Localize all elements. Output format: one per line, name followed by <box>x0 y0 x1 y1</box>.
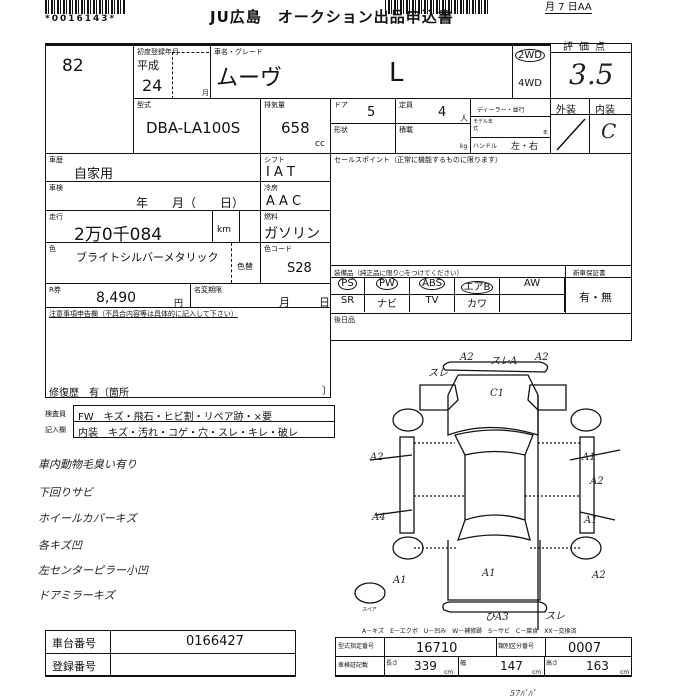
damage-mark: A1 <box>393 575 407 586</box>
equipment-item: PW <box>365 277 410 295</box>
car-name: ムーヴ <box>216 66 283 91</box>
handwritten-note: ドアミラーキズ <box>38 589 115 602</box>
handwritten-note: 各キズ凹 <box>38 539 82 552</box>
notes-cell: 注意事項申告欄（不具合内容等は具体的に記入して下さい）修復歴 有〔箇所〕 <box>45 307 332 399</box>
fuel-cell: 燃料ガソリン <box>260 210 331 243</box>
history-cell: 車歴自家用 <box>45 153 261 182</box>
warranty-value: 有・無 <box>579 291 612 304</box>
barcode-number: *0016143* <box>45 14 117 24</box>
handwritten-note: 車内動物毛臭い有り <box>38 458 137 471</box>
later-items-cell: 後日品 <box>330 313 632 341</box>
score-cell: 評価点 3.5 <box>550 42 632 99</box>
damage-mark: A4 <box>372 512 386 523</box>
car-damage-diagram <box>354 361 621 630</box>
chassis-table: 車台番号 0166427 登録番号 <box>45 630 296 677</box>
damage-mark: A2 <box>460 352 474 363</box>
damage-mark: A1 <box>482 568 496 579</box>
wheel-fl <box>392 408 424 432</box>
sheet-title: JU広島 オークション出品申込書 <box>210 8 454 26</box>
equipment-item: カワ <box>455 295 500 312</box>
damage-mark: A1 <box>582 452 596 463</box>
spare-tire <box>354 582 386 604</box>
damage-mark: スレA <box>490 356 518 367</box>
equipment-item <box>500 295 565 312</box>
damage-mark: A2 <box>370 452 384 463</box>
name-change-cell: 名変期限月日 <box>190 283 331 309</box>
reg-cell: 初度登録年月 平成 24 月 <box>133 43 211 99</box>
car-grade: L <box>389 58 404 88</box>
front-bumper <box>442 361 549 373</box>
inspection-cell: 車検年 月（ 日） <box>45 181 261 211</box>
damage-mark: スレ <box>428 368 448 379</box>
rear-bumper <box>442 601 548 613</box>
wheel-fr <box>570 408 602 432</box>
score-value: 3.5 <box>569 58 614 91</box>
lot-cell: 82 <box>45 43 134 154</box>
dealer-cell: ディーラー・並行 モデル年式 年 ハンドル 左・右 <box>470 98 551 154</box>
damage-mark: スレ <box>545 611 565 622</box>
car-name-cell: 車名・グレード ムーヴ L <box>210 43 513 99</box>
right-sill <box>579 436 595 534</box>
barcode-left <box>45 0 125 14</box>
handwritten-note: ホイールカバーキズ <box>38 512 137 525</box>
damage-mark: A2 <box>592 570 606 581</box>
inspector-row-fw: FW キズ・飛石・ヒビ割・リペア跡・×要 <box>73 405 335 423</box>
drive-cell: 2WD 4WD <box>512 43 551 99</box>
equipment-item: ABS <box>410 277 455 295</box>
interior-grade: C <box>601 119 617 143</box>
equipment-item: エアB <box>455 278 500 295</box>
chassis-number: 0166427 <box>186 634 244 649</box>
damage-mark: A1 <box>584 515 598 526</box>
equipment-item: SR <box>331 295 365 312</box>
barcode-middle <box>385 0 490 14</box>
damage-mark: A2 <box>590 476 604 487</box>
damage-mark: ひA3 <box>485 612 509 623</box>
reg-year: 24 <box>142 76 163 95</box>
ext-int-cell: 外装 内装 C <box>550 98 632 154</box>
mileage-value: 2万0千084 <box>74 225 163 245</box>
equipment-item: TV <box>410 295 455 312</box>
damage-mark: A2 <box>535 352 549 363</box>
handwritten-note: 下回りサビ <box>38 486 93 499</box>
equipment-item: ナビ <box>365 295 410 312</box>
handwritten-note: 左センターピラー小凹 <box>38 564 148 577</box>
sales-point-cell: セールスポイント（正常に機能するものに限ります） <box>330 153 632 266</box>
model-code: DBA-LA100S <box>146 119 241 137</box>
damage-mark: C1 <box>490 388 505 399</box>
left-sill <box>399 436 415 534</box>
bottom-handwriting: 57ﾊﾟﾊﾟ <box>510 689 537 698</box>
equipment-item: PS <box>331 277 365 295</box>
drive-4wd: 4WD <box>518 78 542 89</box>
equipment-item: AW <box>500 278 565 295</box>
exterior-slash <box>556 118 586 151</box>
damage-legend: A－キズ E－エクボ U－凹み W－補修跡 S－サビ C－腐食 XX－交換済 <box>362 628 577 635</box>
spare-label: スペア <box>362 607 377 613</box>
drive-2wd: 2WD <box>515 49 545 62</box>
spec-table: 型式指定番号 16710 類別区分番号 0007 車検証記載 長さ 339 幅 … <box>335 637 632 677</box>
color-cell: 色ブライトシルバーメタリック色替 <box>45 242 261 284</box>
inspector-row-interior: 内装 キズ・汚れ・コゲ・穴・スレ・キレ・破レ <box>73 421 335 439</box>
date: 月 7 日AA <box>545 0 592 14</box>
lot-number: 82 <box>62 56 84 76</box>
